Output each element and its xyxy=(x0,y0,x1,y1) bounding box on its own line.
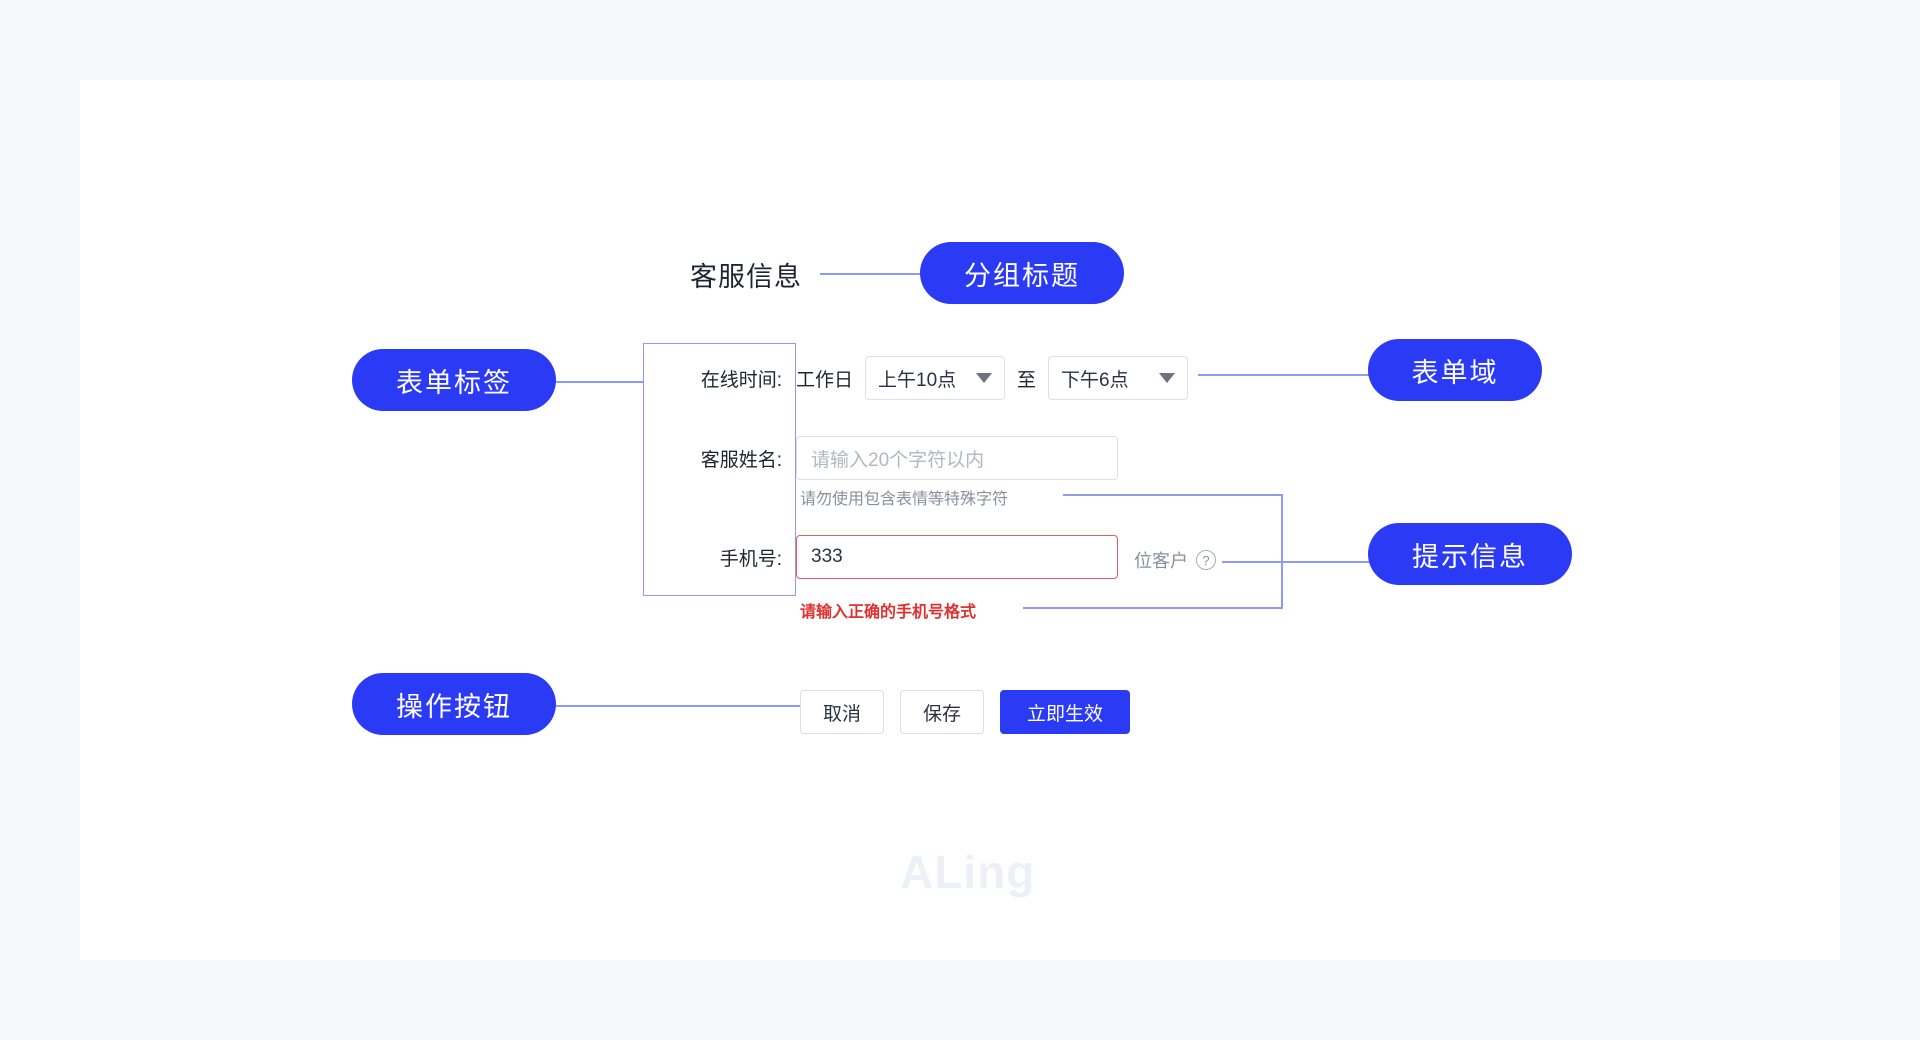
connector-line-hint-error xyxy=(1023,607,1283,609)
cancel-button[interactable]: 取消 xyxy=(800,690,885,734)
error-message-phone: 请输入正确的手机号格式 xyxy=(800,604,977,621)
connector-line-hint-spine xyxy=(1281,494,1283,608)
annotation-pill-form-label: 表单标签 xyxy=(352,349,556,411)
annotation-pill-group-title: 分组标题 xyxy=(920,242,1124,304)
input-phone[interactable]: 333 xyxy=(796,535,1118,579)
apply-button[interactable]: 立即生效 xyxy=(1000,690,1131,734)
field-suffix-customer-count: 位客户 ? xyxy=(1134,547,1216,573)
chevron-down-icon xyxy=(976,373,993,383)
annotation-pill-action-buttons: 操作按钮 xyxy=(352,673,556,735)
select-start-time-value: 上午10点 xyxy=(878,369,957,391)
action-button-group: 取消 保存 立即生效 xyxy=(800,690,1131,734)
form-label-bracket xyxy=(643,343,796,596)
group-heading: 客服信息 xyxy=(690,262,802,292)
form-row-agent-name: 客服姓名: 请输入20个字符以内 xyxy=(643,436,1118,480)
select-start-time[interactable]: 上午10点 xyxy=(865,356,1006,400)
static-text-separator: 至 xyxy=(1017,369,1037,391)
connector-line-form-field xyxy=(1198,374,1370,376)
field-label-phone: 手机号: xyxy=(719,548,782,570)
field-label-agent-name: 客服姓名: xyxy=(700,449,782,471)
connector-line-group-title xyxy=(820,273,924,275)
connector-line-action-buttons xyxy=(556,705,800,707)
annotation-pill-form-field: 表单域 xyxy=(1368,339,1542,401)
select-end-time-value: 下午6点 xyxy=(1061,369,1129,391)
connector-line-hint-suffix xyxy=(1222,561,1374,563)
question-circle-icon[interactable]: ? xyxy=(1196,550,1216,570)
connector-line-hint-helper xyxy=(1063,494,1283,496)
static-text-workday: 工作日 xyxy=(796,369,854,391)
watermark-logo: ALing xyxy=(884,831,1036,899)
helper-text-agent-name: 请勿使用包含表情等特殊字符 xyxy=(800,491,1009,508)
suffix-label: 位客户 xyxy=(1134,551,1188,571)
form-row-phone: 手机号: 333 xyxy=(643,535,1118,579)
content-card xyxy=(80,80,1840,960)
watermark-text: ALing xyxy=(900,846,1036,898)
select-end-time[interactable]: 下午6点 xyxy=(1048,356,1189,400)
save-button[interactable]: 保存 xyxy=(900,690,985,734)
form-row-online-time: 在线时间: 工作日 上午10点 至 下午6点 xyxy=(643,356,1189,400)
chevron-down-icon xyxy=(1159,373,1176,383)
annotation-pill-hint-info: 提示信息 xyxy=(1368,523,1572,585)
field-label-online-time: 在线时间: xyxy=(700,369,782,391)
input-agent-name[interactable]: 请输入20个字符以内 xyxy=(796,436,1118,480)
connector-line-form-label xyxy=(556,381,644,383)
